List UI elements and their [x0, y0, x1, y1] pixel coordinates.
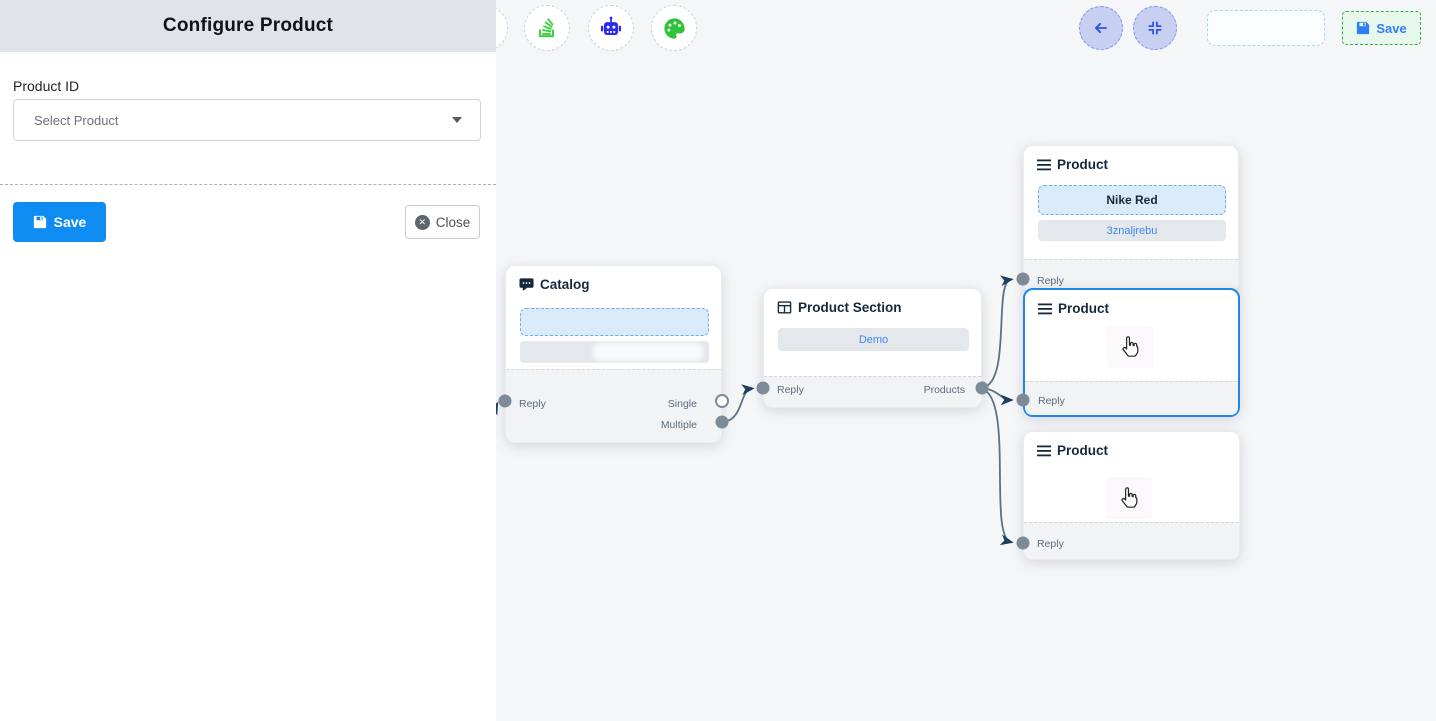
chat-icon	[519, 278, 534, 291]
product-option-label: Nike Red	[1106, 193, 1158, 207]
input-port-label: Reply	[1038, 395, 1065, 407]
canvas-save-button[interactable]: Save	[1342, 11, 1421, 45]
menu-icon	[1037, 159, 1051, 170]
close-icon: ✕	[414, 214, 430, 230]
table-icon	[777, 301, 792, 314]
product-option-box[interactable]: Nike Red	[1038, 185, 1226, 215]
node-footer: Reply Single Multiple	[506, 369, 721, 442]
section-products-handle[interactable]	[975, 381, 989, 395]
product-id-label: Product ID	[13, 78, 80, 94]
node-title-label: Product Section	[798, 300, 902, 315]
save-icon	[33, 215, 46, 229]
flow-canvas[interactable]: Save Catalog Reply Single Multiple Prod	[496, 0, 1436, 721]
save-icon	[1357, 21, 1370, 35]
input-port-label: Reply	[777, 384, 804, 396]
node-catalog[interactable]: Catalog Reply Single Multiple	[505, 265, 722, 443]
canvas-save-label: Save	[1376, 20, 1407, 36]
edge-incoming-catalog	[496, 401, 499, 416]
drag-placeholder	[1106, 477, 1152, 519]
node-footer: Reply Products	[764, 376, 981, 407]
save-button-label: Save	[53, 214, 87, 230]
save-button[interactable]: Save	[13, 202, 106, 242]
output-port-label-single: Single	[667, 398, 697, 410]
node-footer: Reply	[1024, 522, 1239, 559]
hand-cursor-icon	[1122, 336, 1139, 357]
drag-placeholder	[1107, 326, 1153, 368]
stack-icon	[538, 18, 554, 38]
node-title-label: Product	[1057, 443, 1109, 458]
node-title-label: Catalog	[540, 277, 590, 292]
product-id-box[interactable]: 3znaljrebu	[1038, 220, 1226, 241]
catalog-selection-box[interactable]	[520, 308, 709, 336]
empty-dashed-slot[interactable]	[1207, 10, 1325, 46]
hand-cursor-icon	[1121, 487, 1138, 508]
toolbar-button-bot[interactable]	[588, 5, 634, 51]
input-port-label: Reply	[1037, 275, 1064, 287]
edge-products-to-product3	[981, 388, 1014, 546]
output-port-label-products: Products	[923, 384, 965, 396]
node-footer: Reply	[1024, 259, 1238, 292]
chevron-down-icon	[452, 117, 462, 123]
catalog-single-handle[interactable]	[715, 394, 729, 408]
close-button[interactable]: ✕ Close	[405, 205, 480, 239]
catalog-reply-handle[interactable]	[498, 394, 512, 408]
close-button-label: Close	[435, 214, 471, 230]
product-select-placeholder: Select Product	[34, 112, 119, 128]
toolbar-button-partial[interactable]	[496, 5, 508, 51]
section-reply-handle[interactable]	[756, 381, 770, 395]
arrow-left-icon	[1094, 22, 1107, 34]
menu-icon	[1038, 303, 1052, 314]
back-button[interactable]	[1079, 6, 1123, 50]
catalog-multiple-handle[interactable]	[715, 415, 729, 429]
robot-icon	[600, 16, 622, 35]
node-title-label: Product	[1057, 157, 1109, 172]
node-title-label: Product	[1058, 301, 1110, 316]
input-port-label: Reply	[519, 398, 546, 410]
product1-reply-handle[interactable]	[1016, 272, 1030, 286]
menu-icon	[1037, 445, 1051, 456]
node-product-2[interactable]: Product Reply	[1023, 288, 1240, 417]
node-product-section[interactable]: Product Section Demo Reply Products	[763, 288, 982, 408]
fit-view-button[interactable]	[1133, 6, 1177, 50]
configure-product-panel: Configure Product Product ID Select Prod…	[0, 0, 496, 721]
product-select[interactable]: Select Product	[13, 99, 481, 141]
redacted-text	[593, 343, 703, 361]
section-demo-button[interactable]: Demo	[778, 328, 969, 351]
input-port-label: Reply	[1037, 538, 1064, 550]
product-id-value: 3znaljrebu	[1106, 224, 1158, 237]
compress-icon	[1148, 21, 1162, 35]
output-port-label-multiple: Multiple	[660, 419, 697, 431]
product2-reply-handle[interactable]	[1016, 393, 1030, 407]
node-product-3[interactable]: Product Reply	[1023, 431, 1240, 560]
catalog-value-box[interactable]	[520, 341, 709, 363]
toolbar-button-stack[interactable]	[524, 5, 570, 51]
section-demo-label: Demo	[858, 333, 889, 346]
panel-header: Configure Product	[0, 0, 496, 52]
panel-divider	[0, 184, 496, 185]
toolbar-button-theme[interactable]	[651, 5, 697, 51]
product3-reply-handle[interactable]	[1016, 536, 1030, 550]
node-product-1[interactable]: Product Nike Red 3znaljrebu Reply	[1023, 145, 1239, 293]
panel-title: Configure Product	[162, 15, 334, 36]
edge-products-to-product1	[981, 275, 1014, 389]
palette-icon	[663, 17, 685, 39]
node-footer: Reply	[1025, 381, 1238, 415]
